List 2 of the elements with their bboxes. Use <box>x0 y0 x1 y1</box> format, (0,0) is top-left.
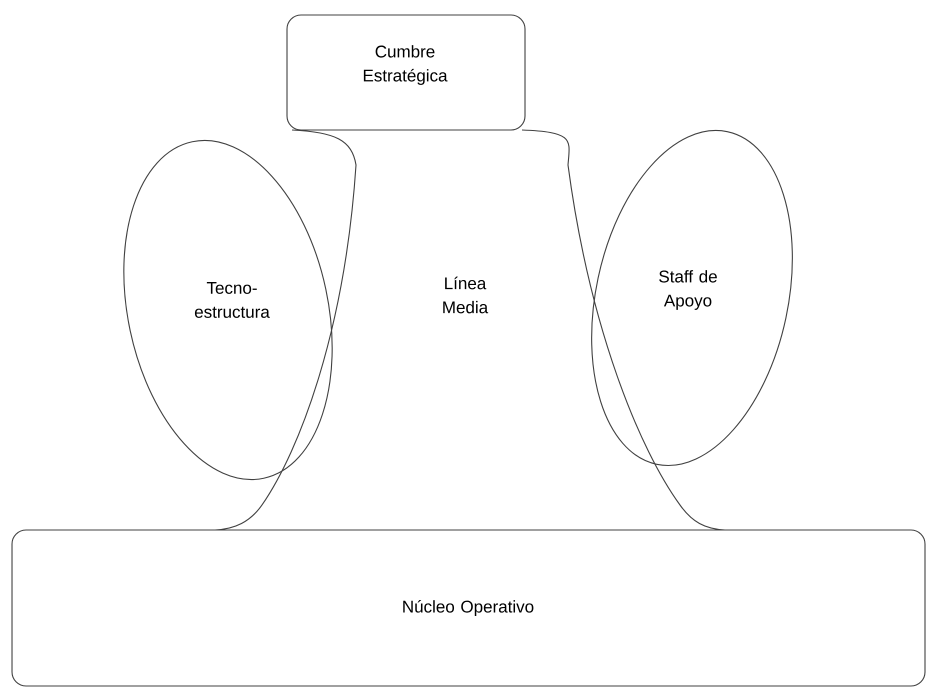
rounded-box: Cumbre Estratégica <box>286 14 526 131</box>
rounded-box: Núcleo Operativo <box>11 529 926 687</box>
